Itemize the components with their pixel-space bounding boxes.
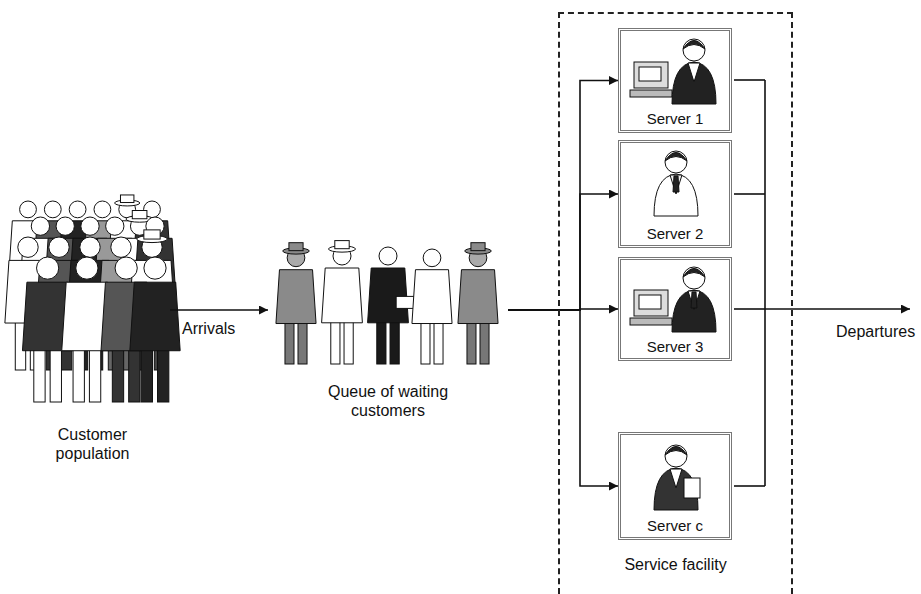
flow-arrow [170, 309, 268, 311]
computer-icon [630, 290, 672, 325]
server-person [672, 39, 716, 104]
flow-label: Departures [836, 323, 915, 341]
flow-arrow [508, 310, 618, 486]
server-person [654, 151, 698, 216]
person-figure [276, 243, 316, 364]
node-label: Server 3 [647, 338, 704, 356]
computer-icon [630, 62, 672, 97]
flow-arrow [508, 194, 618, 310]
customer-population: Customer population [15, 195, 170, 463]
waiting-queue: Queue of waiting customers [268, 238, 508, 420]
edge-label: Arrivals [182, 320, 235, 338]
node-label: Customer population [38, 425, 148, 463]
node-label: Server 2 [647, 225, 704, 243]
person-figure [322, 241, 363, 364]
person-figure [130, 257, 180, 402]
service-facility: Service facility Server 1 Server 2 Server 3… [558, 12, 793, 594]
departure-lines [734, 80, 910, 486]
server-box: Server 1 [618, 28, 732, 133]
node-label: Service facility [624, 555, 726, 574]
person-figure [368, 247, 415, 364]
server-box: Server 3 [618, 257, 732, 361]
crowd-illustration [5, 195, 180, 402]
node-label: Server c [647, 517, 703, 535]
queue-illustration [276, 241, 498, 364]
server-box: Server c [618, 432, 732, 540]
server-person [672, 267, 716, 332]
server-box: Server 2 [618, 140, 732, 248]
server-illustration [630, 39, 716, 510]
person-figure [412, 249, 452, 364]
person-figure [458, 243, 498, 364]
node-label: Server 1 [647, 110, 704, 128]
node-label: Queue of waiting customers [313, 382, 463, 420]
paper-icon [684, 478, 700, 498]
flow-arrow [508, 81, 618, 311]
